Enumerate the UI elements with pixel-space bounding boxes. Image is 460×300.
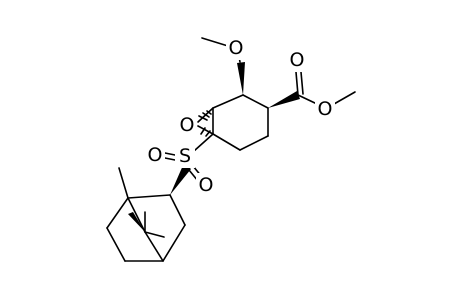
bond-ring-c6-c1 <box>212 133 241 151</box>
atom-sulfonyl-oxygen-upper: O <box>148 144 163 166</box>
bond-carboxyl-c-o-double-1 <box>295 71 299 96</box>
bond-bornyl-gem-methyl-1 <box>144 231 165 238</box>
bond-bornyl-ch2b-to-ch2c <box>106 227 126 262</box>
bond-ring-c1-s <box>193 133 214 152</box>
atom-sulfonyl-oxygen-lower: O <box>199 174 214 196</box>
bond-ester-o-methyl <box>333 91 356 105</box>
label-bg-sulfonyl-oxygen-upper <box>145 143 165 167</box>
bond-s-o-upper-2 <box>164 157 176 161</box>
bond-bornyl-ch2-to-bridgehead <box>162 224 186 262</box>
wedge-bond-ester <box>268 91 300 108</box>
label-bg-sulfonyl-oxygen-lower <box>196 173 216 197</box>
bond-ring-c3-c4 <box>242 94 269 109</box>
bond-epoxide-c1-o <box>197 125 214 135</box>
bond-ring-c5-c6 <box>239 135 269 151</box>
hashed-bond-epoxide-c1 <box>200 127 211 137</box>
atom-epoxide-oxygen: O <box>180 114 195 136</box>
label-bg-carbonyl-oxygen <box>287 48 307 72</box>
bond-bornyl-quaternary-to-ch <box>127 194 171 199</box>
atom-sulfur: S <box>179 145 191 167</box>
bond-s-o-upper-1 <box>164 152 176 156</box>
atom-ether-oxygen: O <box>229 37 244 59</box>
wedge-bond-bornyl-s <box>170 163 191 195</box>
bond-bornyl-methyl-top <box>118 167 129 199</box>
atom-ester-oxygen: O <box>318 98 333 120</box>
bond-ring-c2-c3 <box>212 94 244 109</box>
bond-bornyl-quaternary-to-bridge <box>127 197 146 233</box>
bond-methoxy-methyl <box>201 37 229 47</box>
wedge-bond-methoxy <box>237 62 245 95</box>
bond-bornyl-ch-to-ch2 <box>169 194 186 226</box>
hashed-bond-epoxide-c2 <box>198 110 212 121</box>
label-bg-ester-oxygen <box>315 97 335 121</box>
label-bg-sulfur <box>175 144 195 168</box>
label-bg-epoxide-oxygen <box>177 113 197 137</box>
wedge-bond-bornyl-gem-methyl <box>128 212 145 232</box>
atom-carbonyl-oxygen: O <box>290 49 305 71</box>
bond-bornyl-bridge-to-bridgehead <box>144 231 164 262</box>
label-bg-ether-oxygen <box>226 36 246 60</box>
bond-carboxyl-c-o-single <box>297 94 318 105</box>
bond-bornyl-ch2c-to-quaternary <box>106 197 129 229</box>
bond-carboxyl-c-o-double-2 <box>300 71 304 95</box>
